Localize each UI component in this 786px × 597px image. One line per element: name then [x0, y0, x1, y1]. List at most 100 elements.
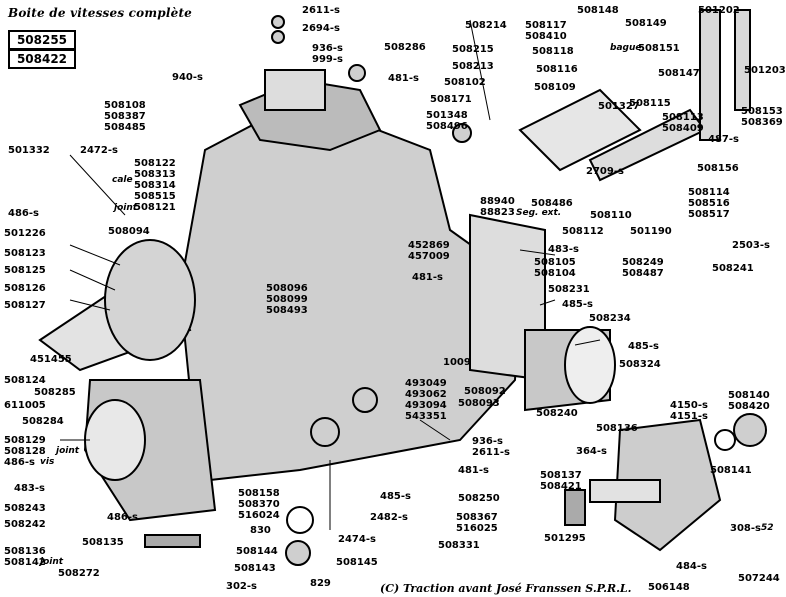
- part-label: 457009: [408, 251, 450, 262]
- part-label: 481-s: [458, 465, 489, 476]
- part-label: 830: [250, 525, 271, 536]
- part-label: 508421: [540, 481, 582, 492]
- part-label: 508125: [4, 265, 46, 276]
- part-label: 508242: [4, 519, 46, 530]
- part-label: 508144: [236, 546, 278, 557]
- part-label: 508213: [452, 61, 494, 72]
- part-label: 508108: [104, 100, 146, 111]
- part-label: 508517: [688, 209, 730, 220]
- part-label: 508250: [458, 493, 500, 504]
- part-label: 501348: [426, 110, 468, 121]
- part-label: 501327: [598, 101, 640, 112]
- part-label: 508109: [534, 82, 576, 93]
- part-label: 308-s: [730, 523, 761, 534]
- part-label: 486-s: [4, 457, 35, 468]
- part-label: 506148: [648, 582, 690, 593]
- copyright-notice: (C) Traction avant José Franssen S.P.R.L…: [380, 582, 632, 595]
- part-label: 508493: [266, 305, 308, 316]
- part-label: 829: [310, 578, 331, 589]
- part-label: bague: [610, 43, 642, 53]
- reference-code-1: 508255: [8, 30, 76, 50]
- part-label: 52: [761, 523, 774, 533]
- part-label: 508142: [4, 557, 46, 568]
- part-label: joint: [56, 446, 80, 456]
- part-label: 501203: [744, 65, 786, 76]
- part-label: 508410: [525, 31, 567, 42]
- part-label: 508231: [548, 284, 590, 295]
- part-label: vis: [40, 457, 55, 467]
- part-label: 4150-s: [670, 400, 708, 411]
- part-label: 508110: [590, 210, 632, 221]
- part-label: 508214: [465, 20, 507, 31]
- part-label: 88823: [480, 207, 515, 218]
- part-label: 508124: [4, 375, 46, 386]
- part-label: 483-s: [548, 244, 579, 255]
- part-label: 501295: [544, 533, 586, 544]
- part-label: 508141: [710, 465, 752, 476]
- part-label: 485-s: [562, 299, 593, 310]
- part-label: 2503-s: [732, 240, 770, 251]
- part-label: 508136: [4, 546, 46, 557]
- reference-code-2: 508422: [8, 49, 76, 69]
- part-label: 508234: [589, 313, 631, 324]
- part-label: 508215: [452, 44, 494, 55]
- part-label: 508420: [728, 401, 770, 412]
- part-label: 516024: [238, 510, 280, 521]
- part-label: 484-s: [676, 561, 707, 572]
- part-label: 483-s: [14, 483, 45, 494]
- part-label: 501226: [4, 228, 46, 239]
- part-label: 508118: [532, 46, 574, 57]
- part-label: 508140: [728, 390, 770, 401]
- part-label: 508240: [536, 408, 578, 419]
- part-label: 486-s: [107, 512, 138, 523]
- part-label: cale: [112, 175, 133, 185]
- part-label: 481-s: [412, 272, 443, 283]
- part-label: 501190: [630, 226, 672, 237]
- part-label: 508147: [658, 68, 700, 79]
- part-label: 508149: [625, 18, 667, 29]
- part-label: 508314: [134, 180, 176, 191]
- diagram-title: Boite de vitesses complète: [8, 6, 193, 20]
- part-label: 508117: [525, 20, 567, 31]
- part-label: 508369: [741, 117, 783, 128]
- part-label: 508137: [540, 470, 582, 481]
- part-label: 508171: [430, 94, 472, 105]
- part-label: 4151-s: [670, 411, 708, 422]
- part-label: 508093: [458, 398, 500, 409]
- part-label: 508243: [4, 503, 46, 514]
- part-label: joint: [114, 203, 138, 213]
- part-label: 508136: [596, 423, 638, 434]
- part-label: 2611-s: [302, 5, 340, 16]
- part-label: 508249: [622, 257, 664, 268]
- part-label: 451455: [30, 354, 72, 365]
- part-label: 508515: [134, 191, 176, 202]
- part-label: 508129: [4, 435, 46, 446]
- part-label: 364-s: [576, 446, 607, 457]
- part-label: 1009: [443, 357, 471, 368]
- part-label: 508115: [629, 98, 671, 109]
- part-label: 493049: [405, 378, 447, 389]
- part-label: 2709-s: [586, 166, 624, 177]
- part-label: 508123: [4, 248, 46, 259]
- part-label: 508241: [712, 263, 754, 274]
- part-label: 508516: [688, 198, 730, 209]
- part-label: 508096: [266, 283, 308, 294]
- part-label: 508121: [134, 202, 176, 213]
- part-label: 543351: [405, 411, 447, 422]
- part-label: joint: [40, 557, 64, 567]
- part-label: 508367: [456, 512, 498, 523]
- part-label: 508487: [622, 268, 664, 279]
- part-label: 2694-s: [302, 23, 340, 34]
- part-label: 508370: [238, 499, 280, 510]
- part-label: 508486: [531, 198, 573, 209]
- part-label: 2482-s: [370, 512, 408, 523]
- part-label: 88940: [480, 196, 515, 207]
- part-label: 452869: [408, 240, 450, 251]
- part-label: 508156: [697, 163, 739, 174]
- part-label: 485-s: [380, 491, 411, 502]
- part-label: 493094: [405, 400, 447, 411]
- part-label: 999-s: [312, 54, 343, 65]
- part-label: 508116: [536, 64, 578, 75]
- part-label: 936-s: [312, 43, 343, 54]
